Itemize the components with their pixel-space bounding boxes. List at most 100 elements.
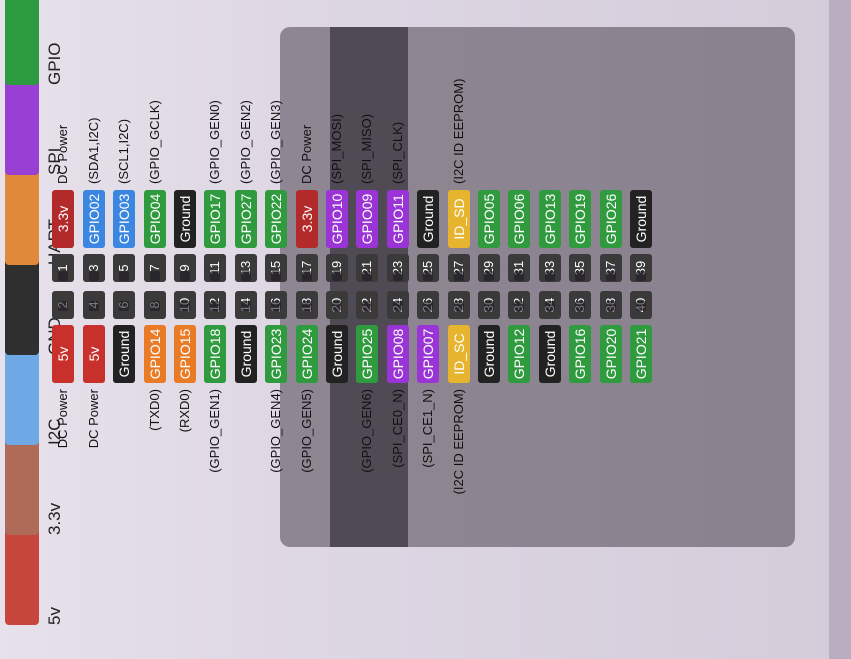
pin-label-gpio27: GPIO27 <box>234 190 257 248</box>
header-pin-hole <box>301 301 312 311</box>
header-pin-hole <box>240 271 251 281</box>
header-pin-hole <box>271 271 282 281</box>
pin-label-3-3v: 3.3v <box>295 190 318 248</box>
pin-note: (GPIO_GEN2) <box>237 100 253 184</box>
pin-label-gpio19: GPIO19 <box>569 190 592 248</box>
pin-label-gpio14: GPIO14 <box>143 325 166 383</box>
header-pin-hole <box>575 301 586 311</box>
pin-note: (TXD0) <box>146 389 162 431</box>
header-pin-hole <box>575 271 586 281</box>
pin-label-gpio06: GPIO06 <box>508 190 531 248</box>
pin-label-gpio07: GPIO07 <box>417 325 440 383</box>
pin-label-gpio18: GPIO18 <box>204 325 227 383</box>
pin-label-gpio10: GPIO10 <box>326 190 348 248</box>
pin-note: DC Power <box>55 124 71 184</box>
header-pin-hole <box>636 301 646 311</box>
header-pin-hole <box>514 301 525 311</box>
header-pin-hole <box>119 271 130 281</box>
legend-label: GPIO <box>45 42 64 85</box>
pin-label-ground: Ground <box>326 325 348 383</box>
header-pin-hole <box>605 271 616 281</box>
pin-note: (SCL1,I2C) <box>116 118 132 184</box>
header-pin-hole <box>605 301 616 311</box>
pin-label-gpio05: GPIO05 <box>478 190 500 248</box>
pin-note: (GPIO_GEN3) <box>268 100 284 184</box>
pin-label-gpio08: GPIO08 <box>386 325 409 383</box>
pin-note: (I2C ID EEPROM) <box>450 78 466 184</box>
pin-label-gpio16: GPIO16 <box>569 325 592 383</box>
legend-swatch <box>5 0 39 85</box>
pin-label-5v: 5v <box>82 325 105 383</box>
header-pin-hole <box>636 271 646 281</box>
pin-note: (SPI_MOSI) <box>329 113 344 184</box>
pin-label-gpio11: GPIO11 <box>386 190 409 248</box>
header-pin-hole <box>88 301 99 311</box>
pin-label-ground: Ground <box>113 325 136 383</box>
header-pin-hole <box>88 271 99 281</box>
pin-note: (SPI_CLK) <box>389 121 405 184</box>
pin-note: (I2C ID EEPROM) <box>450 389 466 495</box>
header-pin-hole <box>362 301 373 311</box>
pin-note: (GPIO_GEN5) <box>298 389 314 473</box>
pin-label-gpio09: GPIO09 <box>356 190 379 248</box>
pin-note: (RXD0) <box>177 389 192 433</box>
pin-label-id-sc: ID_SC <box>447 325 470 383</box>
header-pin-hole <box>119 301 130 311</box>
header-pin-hole <box>180 301 190 311</box>
pin-label-gpio26: GPIO26 <box>599 190 622 248</box>
pin-note: (SPI_CE0_N) <box>389 389 405 468</box>
pin-label-gpio13: GPIO13 <box>538 190 561 248</box>
pin-note: (SPI_MISO) <box>359 113 375 184</box>
header-pin-hole <box>149 301 160 311</box>
header-pin-hole <box>453 271 464 281</box>
header-pin-hole <box>514 271 525 281</box>
pin-note: (GPIO_GEN4) <box>268 389 284 473</box>
pin-label-gpio15: GPIO15 <box>174 325 196 383</box>
header-pin-hole <box>392 301 403 311</box>
header-pin-hole <box>58 301 69 311</box>
header-pin-hole <box>453 301 464 311</box>
pin-label-ground: Ground <box>538 325 561 383</box>
header-pin-hole <box>301 271 312 281</box>
pin-label-gpio04: GPIO04 <box>143 190 166 248</box>
pin-label-id-sd: ID_SD <box>447 190 470 248</box>
header-pin-hole <box>423 271 434 281</box>
pin-label-gpio23: GPIO23 <box>265 325 288 383</box>
header-pin-hole <box>423 301 434 311</box>
pin-label-5v: 5v <box>52 325 75 383</box>
header-pin-hole <box>210 271 221 281</box>
pin-label-ground: Ground <box>417 190 440 248</box>
header-pin-hole <box>544 271 555 281</box>
pin-note: DC Power <box>55 389 71 449</box>
header-pin-hole <box>332 271 342 281</box>
header-pin-hole <box>271 301 282 311</box>
legend-item-gpio: GPIO <box>5 0 64 85</box>
pin-note: DC Power <box>85 389 101 449</box>
pin-label-gpio12: GPIO12 <box>508 325 531 383</box>
pin-label-gpio17: GPIO17 <box>204 190 227 248</box>
header-pin-hole <box>210 301 221 311</box>
pin-label-ground: Ground <box>630 190 652 248</box>
header-pin-hole <box>362 271 373 281</box>
pin-label-gpio24: GPIO24 <box>295 325 318 383</box>
header-pin-hole <box>180 271 190 281</box>
pin-label-3-3v: 3.3v <box>52 190 75 248</box>
pin-label-gpio25: GPIO25 <box>356 325 379 383</box>
header-pin-hole <box>392 271 403 281</box>
pin-label-gpio20: GPIO20 <box>599 325 622 383</box>
pin-note: DC Power <box>298 124 314 184</box>
pin-label-gpio21: GPIO21 <box>630 325 652 383</box>
pin-note: (GPIO_GCLK) <box>146 100 162 184</box>
header-pin-hole <box>149 271 160 281</box>
pin-label-ground: Ground <box>478 325 500 383</box>
pin-label-gpio02: GPIO02 <box>82 190 105 248</box>
pin-note: (GPIO_GEN0) <box>207 100 223 184</box>
header-pin-hole <box>484 271 494 281</box>
pin-label-gpio22: GPIO22 <box>265 190 288 248</box>
header-pin-hole <box>332 301 342 311</box>
pin-label-gpio03: GPIO03 <box>113 190 136 248</box>
pin-note: (GPIO_GEN1) <box>207 389 223 473</box>
pin-note: (SDA1,I2C) <box>85 117 101 184</box>
header-pin-hole <box>484 301 494 311</box>
